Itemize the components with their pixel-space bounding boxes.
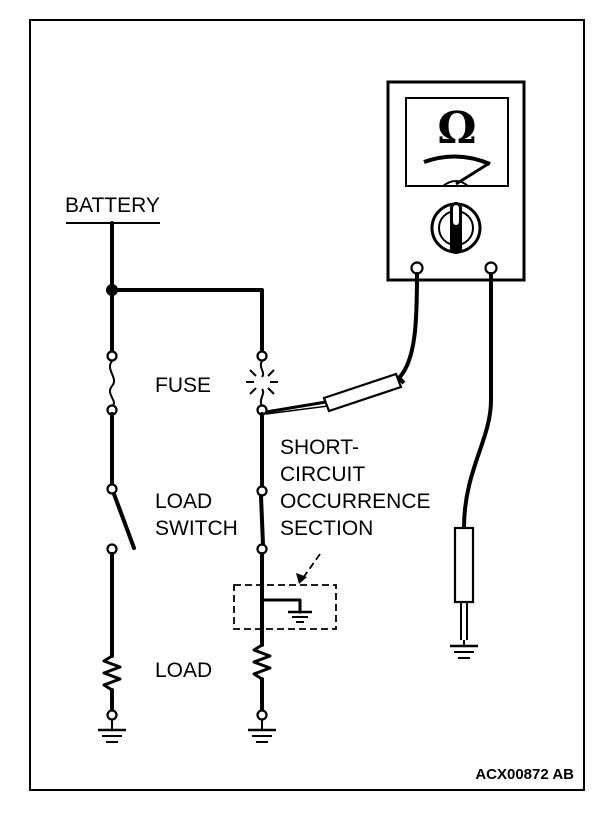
short-circuit-label-3: OCCURRENCE	[280, 490, 431, 513]
figure-code: ACX00872 AB	[475, 766, 574, 783]
left-switch-terminal-top	[106, 483, 118, 495]
short-circuit-label-1: SHORT-	[280, 436, 359, 459]
right-branch	[246, 350, 278, 743]
meter-needle-hub	[440, 180, 471, 187]
fuse-label: FUSE	[155, 374, 211, 397]
short-circuit-section	[233, 553, 337, 630]
load-label: LOAD	[155, 659, 212, 682]
load-switch-label-2: SWITCH	[155, 517, 238, 540]
left-test-probe	[265, 272, 419, 415]
probe-ground-icon	[450, 644, 478, 659]
left-ground-icon	[98, 720, 126, 743]
load-switch-label-1: LOAD	[155, 490, 212, 513]
left-branch	[98, 288, 136, 743]
figure-frame	[29, 19, 585, 791]
left-load-resistor-icon	[102, 654, 122, 692]
right-ground-icon	[248, 720, 276, 743]
meter-terminal-left	[410, 261, 424, 275]
left-switch-blade	[112, 492, 136, 550]
meter-terminal-right	[484, 261, 498, 275]
selector-knob-icon	[430, 202, 482, 254]
meter-needle	[455, 162, 489, 186]
ohm-symbol: Ω	[437, 103, 476, 154]
left-fuse-terminal-top	[106, 350, 118, 362]
battery-label: BATTERY	[65, 194, 160, 217]
right-fuse-terminal-top	[256, 350, 268, 362]
meter-scale	[423, 154, 491, 166]
ohmmeter-icon: Ω	[386, 80, 526, 282]
short-circuit-label-2: CIRCUIT	[280, 463, 365, 486]
meter-window	[405, 97, 509, 187]
right-test-probe	[450, 272, 493, 659]
left-fuse-icon	[109, 360, 115, 407]
short-circuit-label-4: SECTION	[280, 517, 373, 540]
right-load-resistor-icon	[252, 643, 272, 681]
blown-fuse-icon	[246, 360, 278, 407]
top-bus-wire	[110, 288, 264, 356]
right-switch-blade	[259, 494, 265, 547]
right-switch-terminal-top	[256, 485, 268, 497]
